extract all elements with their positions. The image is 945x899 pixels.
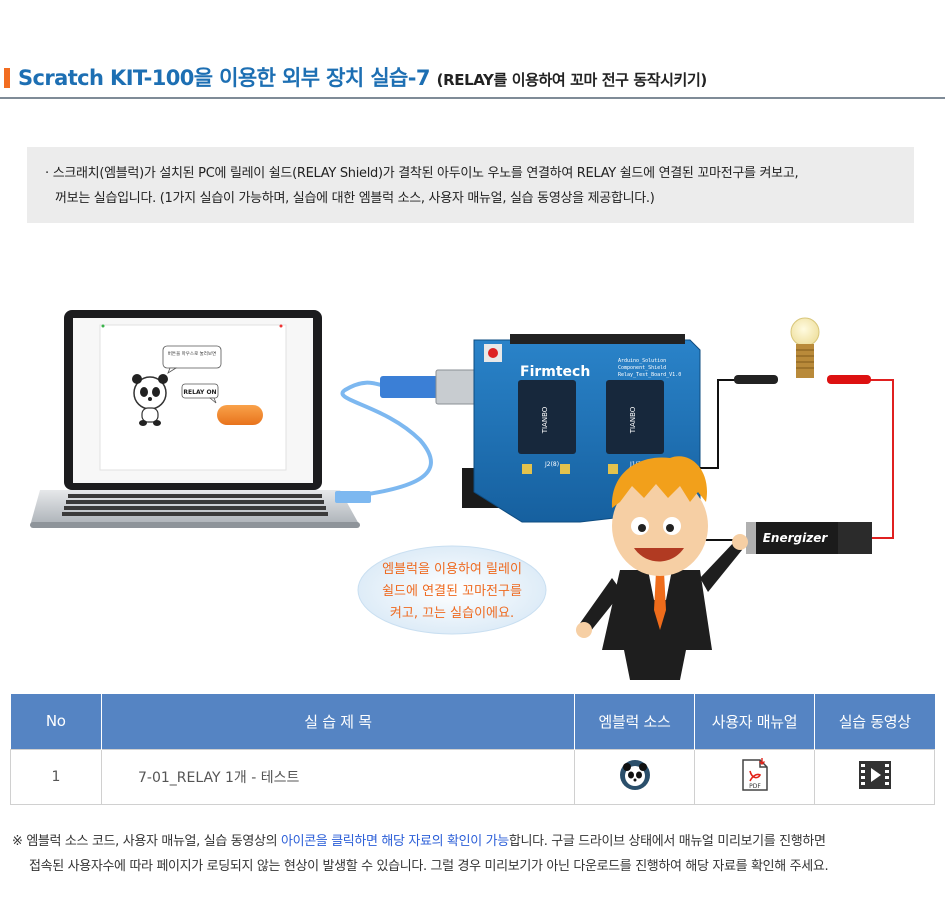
row-no: 1 (10, 748, 102, 805)
relay-2-text: TIANBO (629, 406, 637, 434)
source-cell (574, 748, 695, 805)
description-line-1: · 스크래치(엠블럭)가 설치된 PC에 릴레이 쉴드(RELAY Shield… (45, 161, 902, 186)
relay-1-text: TIANBO (541, 406, 549, 434)
note-highlight: 아이콘을 클릭하면 해당 자료의 확인이 가능 (280, 834, 509, 849)
usb-cable (335, 369, 477, 503)
title-accent-bar (4, 68, 10, 88)
header-divider (0, 97, 945, 99)
board-text-3: Relay_Test_Board_V1.0 (618, 372, 681, 378)
description-bullet: · (45, 166, 49, 181)
screen-speech-bubble: 버튼을 마우스로 눌러보면 (162, 345, 222, 374)
instructor-speech-bubble: 엠블럭을 이용하여 릴레이 쉴드에 연결된 꼬마전구를 켜고, 끄는 실습이에요… (357, 545, 547, 635)
screen-relay-button[interactable] (217, 405, 263, 425)
video-cell (814, 748, 935, 805)
page-header: Scratch KIT-100을 이용한 외부 장치 실습-7 (RELAY를 … (0, 62, 945, 98)
board-text-2: Component_Shield (618, 365, 666, 371)
screen-relay-label-text: RELAY ON (183, 389, 216, 396)
alligator-clips (734, 375, 871, 384)
practice-table: No 실 습 제 목 엠블럭 소스 사용자 매뉴얼 실습 동영상 1 7-01_… (10, 694, 935, 805)
row-title: 7-01_RELAY 1개 - 테스트 (101, 748, 575, 805)
speech-line-2: 쉴드에 연결된 꼬마전구를 (382, 584, 522, 599)
header-video: 실습 동영상 (814, 694, 935, 749)
page-title-text: Scratch KIT-100을 이용한 외부 장치 실습-7 (18, 66, 431, 90)
relay-1-label: J2(8) (544, 461, 559, 468)
instructor-character (576, 456, 748, 680)
panda-icon[interactable] (618, 758, 652, 796)
pdf-icon[interactable]: PDF (740, 757, 770, 797)
laptop-keyboard (62, 494, 328, 516)
battery: Energizer (746, 522, 872, 554)
table-header-row: No 실 습 제 목 엠블럭 소스 사용자 매뉴얼 실습 동영상 (10, 694, 935, 749)
screen-bubble-text: 버튼을 마우스로 눌러보면 (168, 350, 216, 357)
screen-relay-label: RELAY ON (181, 383, 219, 404)
speech-line-1: 엠블럭을 이용하여 릴레이 (382, 562, 522, 577)
laptop: 버튼을 마우스로 눌러보면 RELAY ON (30, 310, 360, 528)
film-icon[interactable] (857, 759, 893, 795)
header-manual: 사용자 매뉴얼 (694, 694, 815, 749)
footer-note: ※ 엠블럭 소스 코드, 사용자 매뉴얼, 실습 동영상의 아이콘을 클릭하면 … (12, 829, 937, 879)
note-rest: 합니다. 구글 드라이브 상태에서 매뉴얼 미리보기를 진행하면 (508, 834, 826, 849)
relay-2: TIANBO (606, 380, 664, 454)
page-subtitle: (RELAY를 이용하여 꼬마 전구 동작시키기) (436, 71, 708, 89)
description-line-2: 꺼보는 실습입니다. (1가지 실습이 가능하며, 실습에 대한 엠블럭 소스,… (55, 191, 655, 206)
relay-kit-illustration: 버튼을 마우스로 눌러보면 RELAY ON Fir (30, 310, 894, 680)
note-prefix: ※ 엠블럭 소스 코드, 사용자 매뉴얼, 실습 동영상의 (12, 834, 281, 849)
note-line-1: ※ 엠블럭 소스 코드, 사용자 매뉴얼, 실습 동영상의 아이콘을 클릭하면 … (12, 829, 937, 854)
page-title: Scratch KIT-100을 이용한 외부 장치 실습-7 (RELAY를 … (18, 62, 707, 92)
board-brand: Firmtech (520, 364, 590, 380)
note-line-2: 접속된 사용자수에 따라 페이지가 로딩되지 않는 현상이 발생할 수 있습니다… (29, 859, 829, 874)
light-bulb (790, 317, 820, 378)
battery-brand: Energizer (763, 531, 829, 545)
manual-cell: PDF (694, 748, 815, 805)
speech-line-3: 켜고, 끄는 실습이에요. (390, 606, 514, 621)
panda-sprite (132, 374, 168, 426)
description-text-1: 스크래치(엠블럭)가 설치된 PC에 릴레이 쉴드(RELAY Shield)가… (52, 166, 799, 181)
table-row: 1 7-01_RELAY 1개 - 테스트 (10, 748, 935, 805)
header-no: No (10, 694, 102, 749)
header-source: 엠블럭 소스 (574, 694, 695, 749)
board-text-1: Arduino_Solution (618, 358, 666, 364)
header-title: 실 습 제 목 (101, 694, 575, 749)
description-box: · 스크래치(엠블럭)가 설치된 PC에 릴레이 쉴드(RELAY Shield… (27, 147, 914, 223)
relay-1: TIANBO (518, 380, 576, 454)
pdf-icon-text: PDF (749, 783, 761, 790)
